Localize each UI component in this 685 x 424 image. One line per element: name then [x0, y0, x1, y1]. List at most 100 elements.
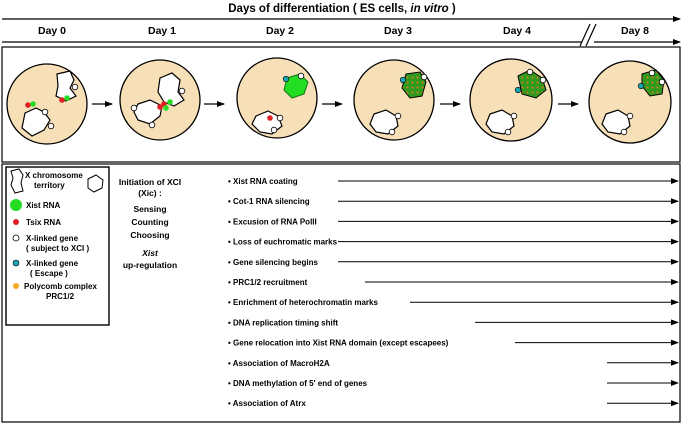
- subject-gene-icon: [510, 112, 518, 120]
- initiation-step: Sensing: [133, 204, 166, 214]
- event-label: • Cot-1 RNA silencing: [228, 197, 310, 206]
- legend-label: X-linked gene: [26, 234, 79, 243]
- legend-label: territory: [34, 181, 65, 190]
- initiation-title: Initiation of XCI: [119, 177, 181, 187]
- timeline-break-icon: [579, 23, 597, 47]
- subject-gene-icon: [12, 234, 20, 242]
- subject-gene-icon: [130, 104, 138, 112]
- initiation-subtitle: (Xic) :: [138, 188, 162, 198]
- xist-rna-icon: [167, 99, 173, 105]
- subject-gene-icon: [658, 78, 666, 86]
- cell-day-8: [588, 60, 672, 144]
- xist-rna-icon: [163, 105, 169, 111]
- escape-gene-icon: [514, 86, 522, 94]
- xist-rna-domain: [401, 71, 427, 99]
- event-label: • Loss of euchromatic marks: [228, 238, 338, 247]
- day-label: Day 0: [38, 25, 66, 37]
- escape-gene-icon: [637, 82, 645, 90]
- xist-rna-icon: [10, 199, 22, 211]
- event-label: • Association of MacroH2A: [228, 359, 330, 368]
- subject-gene-icon: [539, 76, 547, 84]
- event-label: • Association of Atrx: [228, 399, 306, 408]
- day-label: Day 4: [503, 25, 531, 37]
- cells-panel: [1, 46, 681, 163]
- event-label: • PRC1/2 recruitment: [228, 278, 308, 287]
- legend-label: PRC1/2: [46, 292, 75, 301]
- escape-gene-icon: [282, 75, 290, 83]
- event-row: • Loss of euchromatic marks: [228, 238, 679, 247]
- chromosome-territory-icon: [133, 99, 163, 125]
- chromosome-territory-icon: [21, 107, 51, 137]
- event-row: • Gene relocation into Xist RNA domain (…: [228, 339, 679, 348]
- event-row: • Association of Atrx: [228, 399, 679, 408]
- event-row: • Cot-1 RNA silencing: [228, 197, 679, 206]
- subject-gene-icon: [47, 122, 55, 130]
- nucleus: [119, 59, 201, 141]
- event-label: • Gene relocation into Xist RNA domain (…: [228, 339, 449, 348]
- event-label: • Xist RNA coating: [228, 177, 298, 186]
- initiation-block: Initiation of XCI (Xic) : Sensing Counti…: [119, 177, 181, 270]
- xist-upregulation-label: up-regulation: [123, 260, 177, 270]
- legend-label: ( Escape ): [30, 269, 68, 278]
- escape-gene-icon: [399, 76, 407, 84]
- legend-label: X-linked gene: [26, 259, 79, 268]
- legend-label: Xist RNA: [26, 201, 60, 210]
- subject-gene-icon: [504, 128, 512, 136]
- events-list: • Xist RNA coating • Cot-1 RNA silencing •…: [228, 177, 679, 408]
- events-panel: [1, 163, 681, 423]
- day-label: Day 1: [148, 25, 176, 37]
- event-label: • DNA methylation of 5' end of genes: [228, 379, 368, 388]
- day-label: Day 3: [384, 25, 412, 37]
- day-label: Day 8: [621, 25, 649, 37]
- legend: X chromosome territory Xist RNA Tsix RNA…: [5, 166, 110, 326]
- legend-label: Tsix RNA: [26, 218, 61, 227]
- subject-gene-icon: [297, 72, 305, 80]
- nucleus: [6, 63, 88, 145]
- cell-day-4: [469, 58, 553, 142]
- initiation-step: Counting: [131, 217, 168, 227]
- chromosome-territory-icon: [157, 72, 185, 107]
- event-row: • Excusion of RNA PolII: [228, 217, 679, 226]
- event-row: • Enrichment of heterochromatin marks: [228, 298, 679, 307]
- subject-gene-icon: [178, 87, 186, 95]
- xist-upregulation-label: Xist: [141, 248, 159, 258]
- event-row: • Xist RNA coating: [228, 177, 679, 186]
- event-label: • Enrichment of heterochromatin marks: [228, 298, 378, 307]
- subject-gene-icon: [626, 112, 634, 120]
- initiation-step: Choosing: [130, 230, 169, 240]
- polycomb-icon: [13, 283, 19, 289]
- subject-gene-icon: [41, 108, 49, 116]
- event-label: • Excusion of RNA PolII: [228, 217, 317, 226]
- event-row: • DNA replication timing shift: [228, 318, 679, 327]
- event-row: • Gene silencing begins: [228, 258, 679, 267]
- legend-label: ( subject to XCI ): [26, 244, 89, 253]
- tsix-rna-icon: [59, 97, 65, 103]
- escape-gene-icon: [12, 259, 20, 267]
- event-row: • DNA methylation of 5' end of genes: [228, 379, 679, 388]
- event-row: • Association of MacroH2A: [228, 359, 679, 368]
- subject-gene-icon: [526, 68, 534, 76]
- event-label: • Gene silencing begins: [228, 258, 318, 267]
- tsix-rna-icon: [157, 104, 163, 110]
- chromosome-territory-icon: [55, 70, 77, 102]
- event-label: • DNA replication timing shift: [228, 318, 338, 327]
- tsix-rna-icon: [25, 102, 31, 108]
- legend-label: Polycomb complex: [24, 282, 97, 291]
- legend-label: X chromosome: [25, 171, 83, 180]
- subject-gene-icon: [71, 83, 79, 91]
- subject-gene-icon: [276, 114, 284, 122]
- cell-day-3: [353, 59, 435, 141]
- subject-gene-icon: [620, 128, 628, 136]
- subject-gene-icon: [148, 121, 156, 129]
- legend-box: [5, 166, 110, 326]
- xist-rna-icon: [30, 101, 36, 107]
- cell-day-1: [119, 59, 201, 141]
- day-labels: Day 0 Day 1 Day 2 Day 3 Day 4 Day 8: [38, 25, 649, 37]
- chromosome-territory-icon: [10, 168, 24, 194]
- cell-day-2: [236, 57, 318, 139]
- subject-gene-icon: [394, 112, 402, 120]
- tsix-rna-icon: [13, 219, 19, 225]
- subject-gene-icon: [648, 69, 656, 77]
- subject-gene-icon: [270, 126, 278, 134]
